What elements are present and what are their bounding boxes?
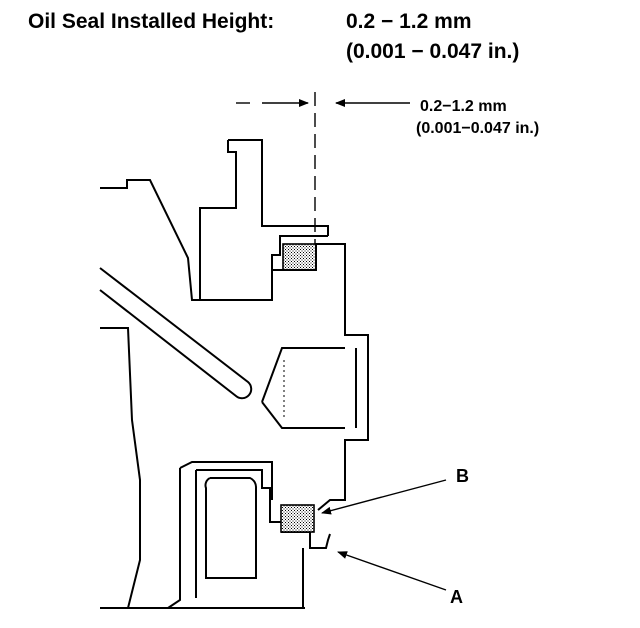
label-b: B [456,466,469,486]
label-a: A [450,587,463,607]
label-leaders [321,479,447,591]
spec-title: Oil Seal Installed Height: [28,10,275,33]
upper-oil-seal [282,243,317,271]
lower-oil-seal [280,504,315,533]
left-housing [100,179,305,609]
shaft-flange [261,243,369,511]
spec-metric-value: 0.2 − 1.2 mm [346,10,472,33]
upper-retainer [199,139,329,301]
callout-metric: 0.2−1.2 mm [420,98,507,115]
oil-passage [99,267,253,400]
callout-imperial: (0.001−0.047 in.) [416,120,539,137]
spec-imperial-value: (0.001 − 0.047 in.) [346,40,520,63]
lower-retainer [167,461,331,609]
